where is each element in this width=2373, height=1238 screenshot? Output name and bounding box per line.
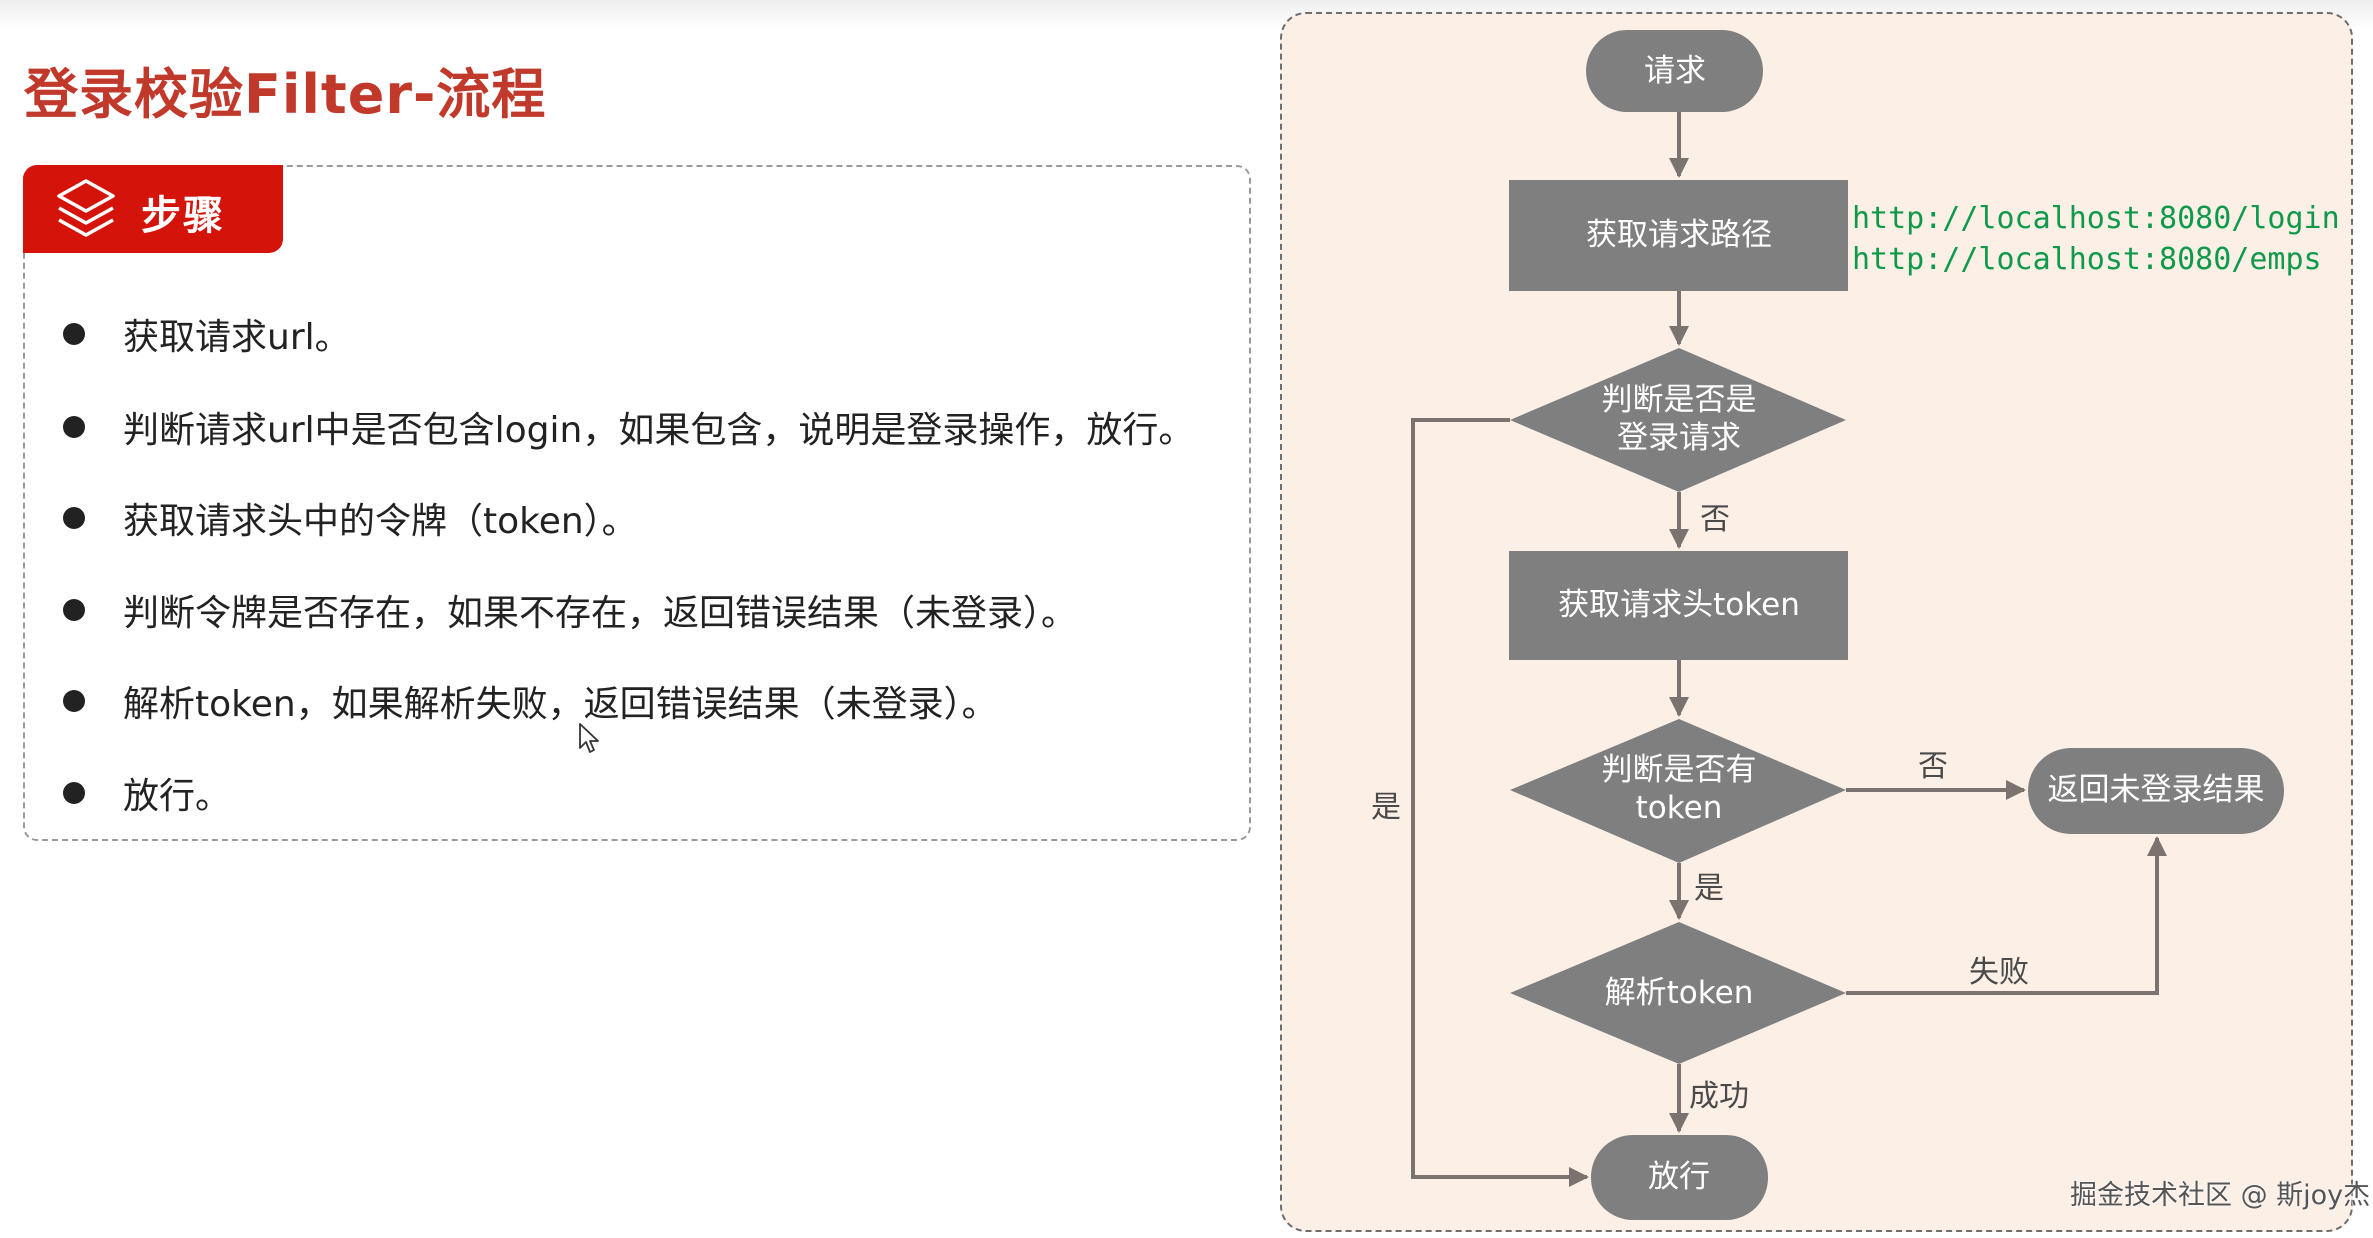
mouse-cursor-icon <box>579 723 599 753</box>
step-item: 解析token，如果解析失败，返回错误结果（未登录）。 <box>60 676 998 726</box>
layers-icon <box>57 179 115 237</box>
bullet-icon <box>63 782 85 804</box>
edge-label-parse-success: 成功 <box>1689 1079 1749 1114</box>
steps-tab: 步骤 <box>23 165 283 253</box>
node-has-token <box>1510 719 1846 863</box>
url-login: http://localhost:8080/login <box>1852 201 2340 236</box>
step-item: 判断令牌是否存在，如果不存在，返回错误结果（未登录）。 <box>60 585 1077 635</box>
node-not-logged-in <box>2028 748 2284 834</box>
step-text: 判断令牌是否存在，如果不存在，返回错误结果（未登录）。 <box>123 593 1078 634</box>
step-text: 解析token，如果解析失败，返回错误结果（未登录）。 <box>123 684 998 725</box>
node-get-token <box>1509 551 1848 660</box>
edge-label-has-token-yes: 是 <box>1694 871 1724 906</box>
node-get-token-label: 获取请求头token <box>1558 587 1800 623</box>
step-text: 获取请求url。 <box>123 317 351 358</box>
watermark: 掘金技术社区 @ 斯joy杰 <box>2070 1180 2371 1211</box>
node-is-login-label-1: 判断是否是 <box>1601 382 1757 418</box>
step-item: 放行。 <box>60 768 231 818</box>
edge-parse-fail <box>1846 836 2167 995</box>
node-is-login <box>1510 348 1846 492</box>
step-item: 获取请求头中的令牌（token）。 <box>60 493 638 543</box>
step-text: 获取请求头中的令牌（token）。 <box>123 501 638 542</box>
steps-tab-label: 步骤 <box>141 193 225 239</box>
bullet-icon <box>63 416 85 438</box>
steps-box <box>23 165 1251 841</box>
edge-label-is-login-yes: 是 <box>1371 790 1401 825</box>
bullet-icon <box>63 690 85 712</box>
node-not-logged-in-label: 返回未登录结果 <box>2047 772 2265 808</box>
node-start <box>1586 30 1763 112</box>
bullet-icon <box>63 507 85 529</box>
edge-label-has-token-no: 否 <box>1918 749 1948 784</box>
node-start-label: 请求 <box>1644 53 1706 89</box>
node-has-token-label-2: token <box>1635 790 1723 826</box>
node-allow-label: 放行 <box>1648 1159 1710 1195</box>
edge-label-parse-fail: 失败 <box>1969 955 2029 990</box>
edge-label-is-login-no: 否 <box>1700 502 1730 537</box>
bullet-icon <box>63 599 85 621</box>
step-text: 放行。 <box>123 776 232 817</box>
step-text: 判断请求url中是否包含login，如果包含，说明是登录操作，放行。 <box>123 410 1195 451</box>
page-title: 登录校验Filter-流程 <box>24 63 547 126</box>
url-emps: http://localhost:8080/emps <box>1852 242 2322 277</box>
node-get-path <box>1509 180 1848 291</box>
node-get-path-label: 获取请求路径 <box>1586 217 1772 253</box>
node-is-login-label-2: 登录请求 <box>1617 420 1741 456</box>
node-parse-token <box>1510 922 1846 1064</box>
node-parse-token-label: 解析token <box>1604 975 1754 1011</box>
edge-islogin-yes <box>1411 418 1589 1187</box>
step-item: 判断请求url中是否包含login，如果包含，说明是登录操作，放行。 <box>60 402 1194 452</box>
node-has-token-label-1: 判断是否有 <box>1601 752 1757 788</box>
node-allow <box>1591 1135 1768 1220</box>
step-item: 获取请求url。 <box>60 309 351 359</box>
bullet-icon <box>63 323 85 345</box>
